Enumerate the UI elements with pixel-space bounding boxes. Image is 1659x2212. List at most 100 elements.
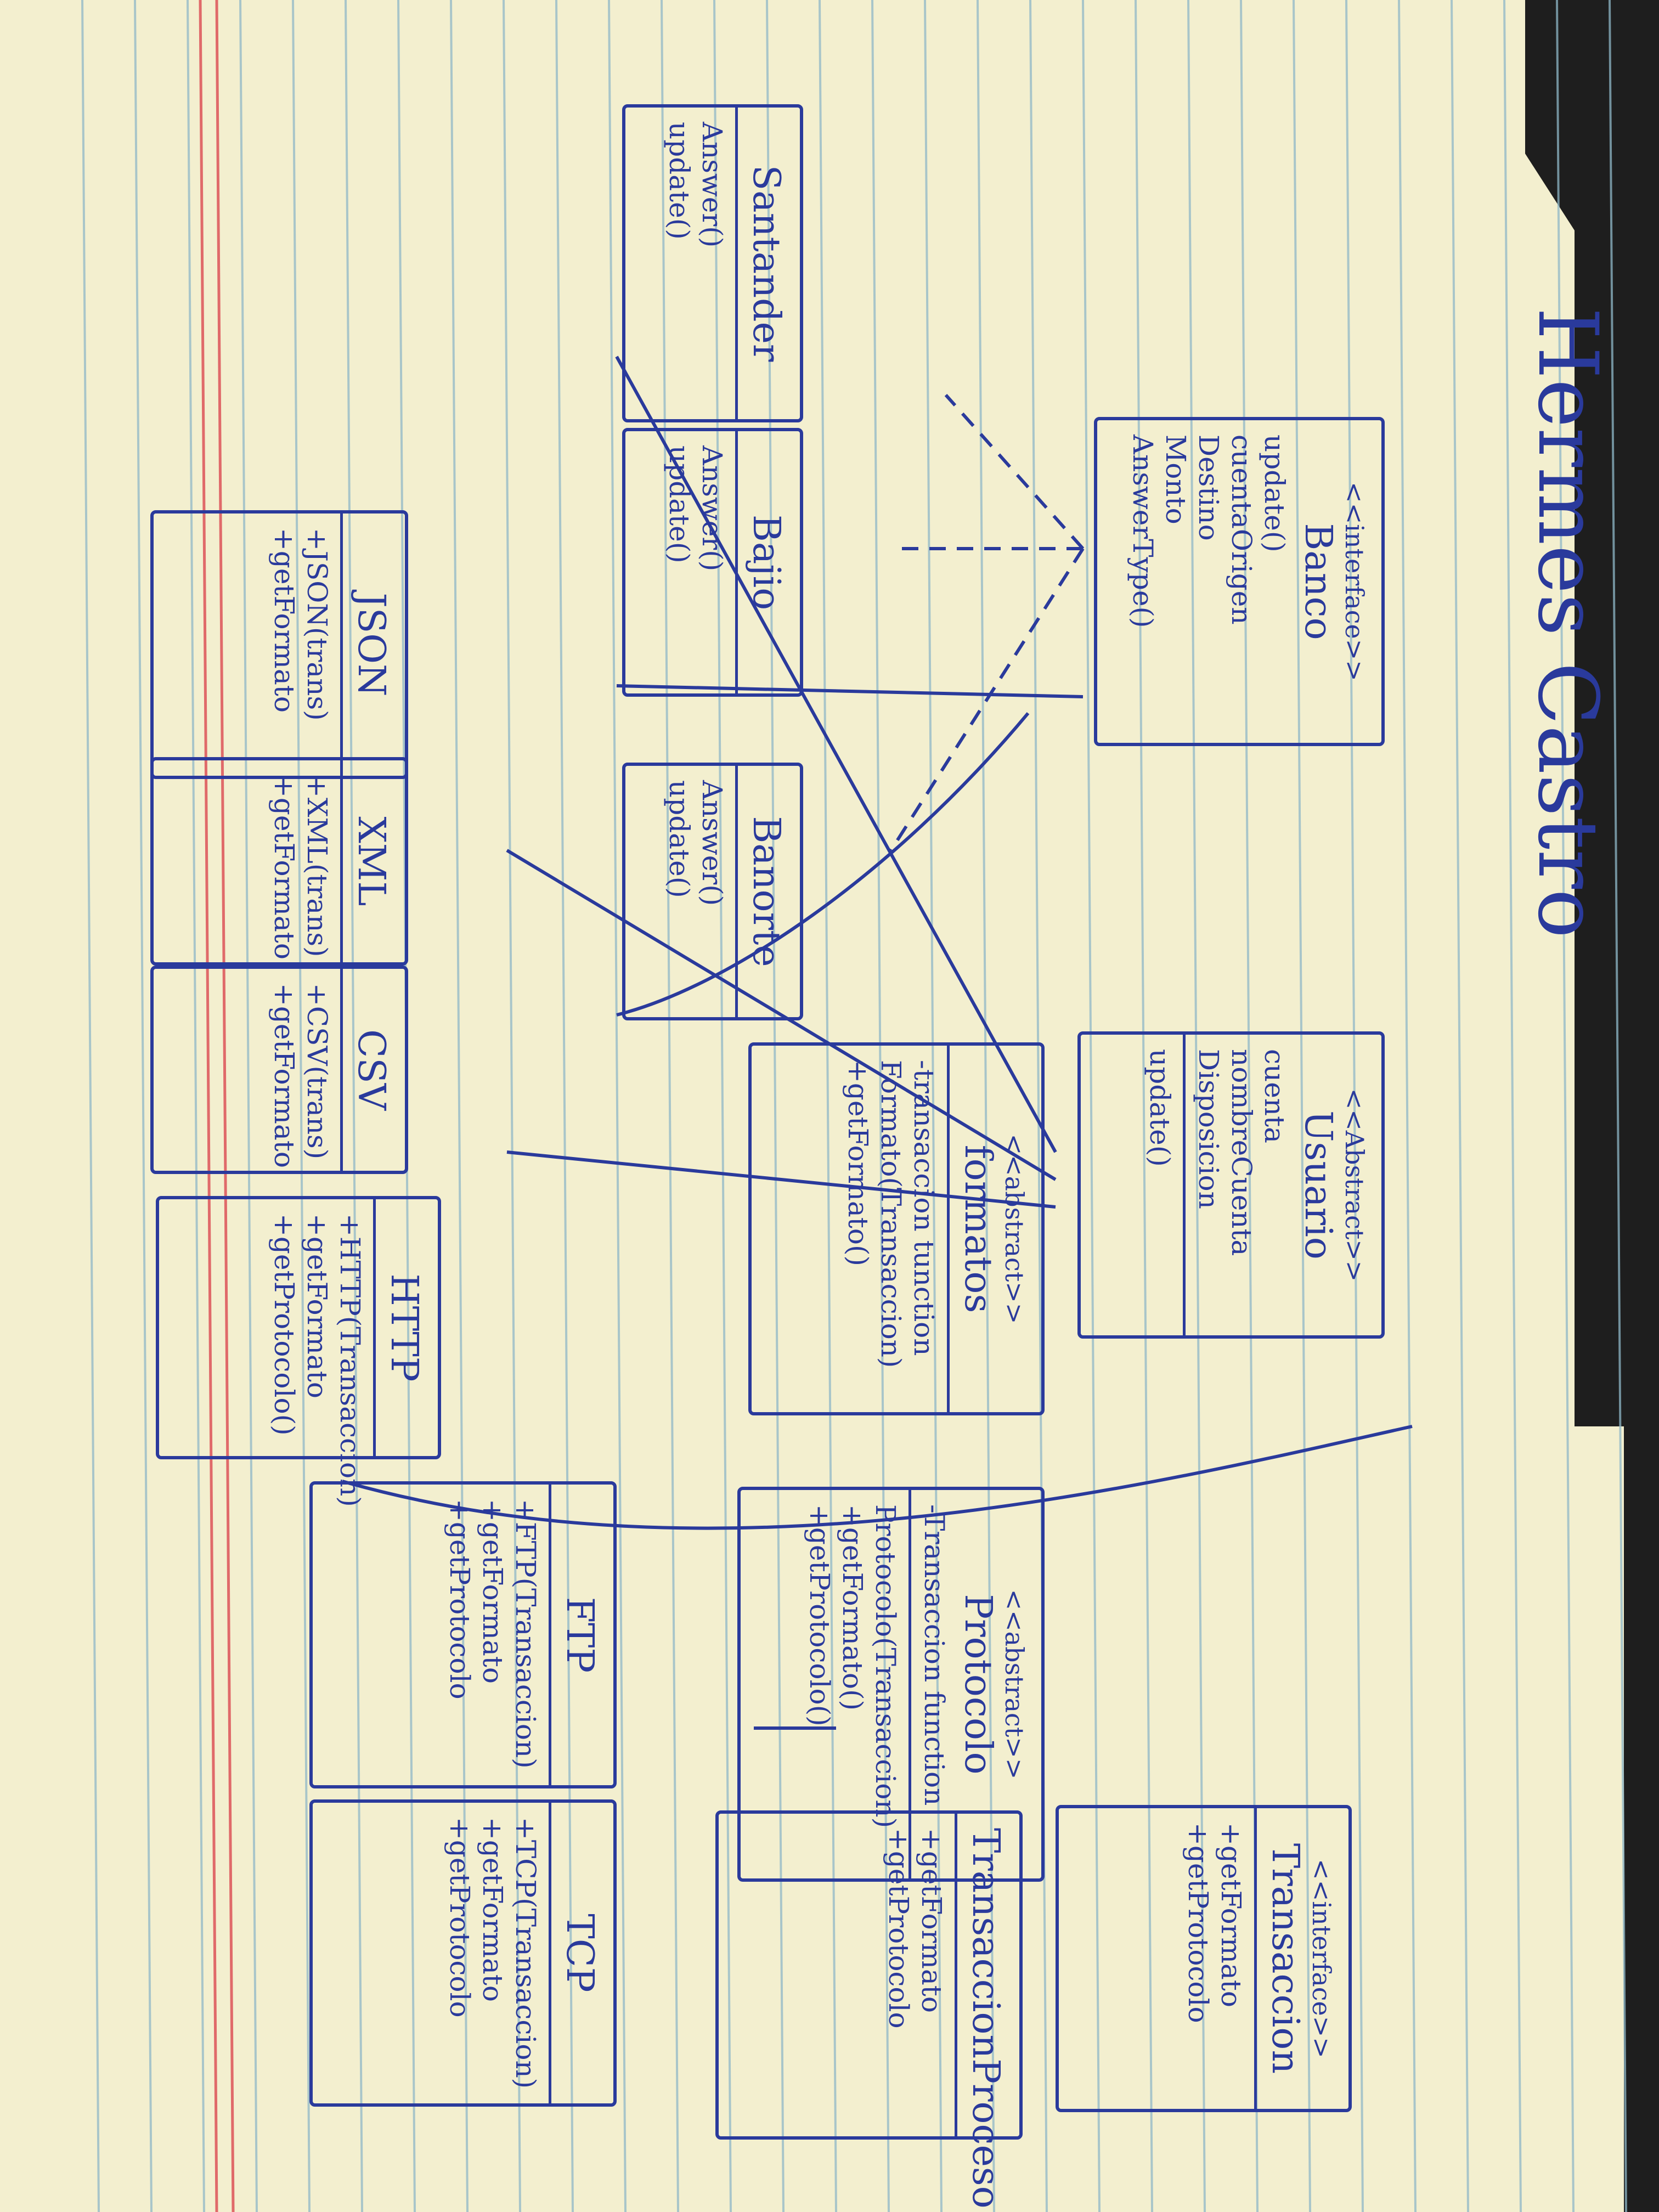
- class-santander: Santander Answer() update(): [622, 104, 803, 422]
- banco-usuario-link-2: [616, 712, 1030, 1017]
- class-formatos-stereotype: <<abstract>>: [1000, 1133, 1029, 1324]
- class-usuario-name: Usuario: [1296, 1110, 1340, 1260]
- rule-line: [1240, 0, 1259, 2212]
- banco-usuario-link: [616, 684, 1084, 698]
- diagram-stage: Hermes Castro <<interface>> Banco update…: [150, 104, 1615, 2209]
- rule-line: [134, 0, 153, 2212]
- class-transaccion-member: +getProtocolo: [1182, 1822, 1214, 2023]
- rule-line: [977, 0, 995, 2212]
- class-santander-member: Answer(): [696, 122, 728, 248]
- rule-line: [1451, 0, 1469, 2212]
- class-transaccion-stereotype: <<interface>>: [1307, 1859, 1336, 2058]
- rule-line: [450, 0, 469, 2212]
- class-csv-member: +CSV(trans): [301, 983, 333, 1160]
- class-ftp-member: +getFormato: [477, 1499, 509, 1684]
- rule-line: [187, 0, 205, 2212]
- class-csv-member: +getFormato: [268, 983, 300, 1168]
- class-tcp-name: TCP: [558, 1914, 601, 1993]
- class-usuario-member: cuenta: [1259, 1049, 1290, 1143]
- class-banco-member: cuentaOrigen: [1226, 435, 1257, 625]
- santander-banco-realization: [944, 394, 1085, 550]
- rule-line: [555, 0, 574, 2212]
- class-banco-member: Monto: [1160, 435, 1192, 524]
- class-formatos-member: Formato(Transaccion): [875, 1060, 907, 1368]
- class-bajio-member: Answer(): [696, 445, 728, 572]
- formatos-csv-link: [615, 356, 1057, 1153]
- rule-line: [1398, 0, 1417, 2212]
- rule-line: [871, 0, 890, 2212]
- class-formatos-member: +getFormato(): [842, 1060, 874, 1266]
- class-banco-member: AnswerType(): [1127, 435, 1159, 628]
- formatos-xml-link: [506, 849, 1057, 1181]
- class-transaccion: <<interface>> Transaccion +getFormato +g…: [1056, 1805, 1352, 2112]
- class-usuario-stereotype: <<Abstract>>: [1340, 1088, 1369, 1282]
- class-tcp: TCP +TCP(Transaccion) +getFormato +getPr…: [309, 1799, 617, 2107]
- rule-line: [503, 0, 521, 2212]
- class-transaccionproceso-name: TransaccionProceso: [964, 1828, 1007, 2209]
- class-transaccion-member: +getFormato: [1215, 1822, 1247, 2007]
- rule-line: [1135, 0, 1153, 2212]
- class-banorte-name: Banorte: [744, 816, 788, 967]
- class-santander-member: update(): [663, 122, 695, 240]
- rule-line: [397, 0, 416, 2212]
- rule-line: [1345, 0, 1364, 2212]
- class-json: JSON +JSON(trans) +getFormato: [150, 510, 408, 779]
- class-ftp-member: +getProtocolo: [444, 1499, 476, 1700]
- rule-line: [1556, 0, 1575, 2212]
- rule-line: [1082, 0, 1101, 2212]
- class-formatos-member: -transaccion tunction: [908, 1060, 940, 1356]
- class-banorte: Banorte Answer() update(): [622, 763, 803, 1020]
- class-xml-member: +getFormato: [268, 775, 300, 960]
- class-json-member: +JSON(trans): [301, 528, 333, 721]
- class-transaccionproceso-member: +getFormato: [916, 1828, 947, 2013]
- formatos-json-link: [506, 1150, 1056, 1209]
- class-ftp: FTP +FTP(Transaccion) +getFormato +getPr…: [309, 1481, 617, 1788]
- class-bajio-name: Bajio: [744, 514, 788, 611]
- class-http: HTTP +HTTP(Transaccion) +getFormato +get…: [156, 1196, 441, 1507]
- class-xml: XML +XML(trans) +getFormato: [150, 757, 408, 966]
- class-banco-member: Destino: [1193, 435, 1224, 541]
- class-xml-member: +XML(trans): [301, 775, 333, 957]
- rule-line: [1503, 0, 1522, 2212]
- class-banco: <<interface>> Banco update() cuentaOrige…: [1094, 417, 1385, 746]
- class-tcp-member: +TCP(Transaccion): [510, 1817, 541, 2089]
- class-xml-name: XML: [349, 816, 393, 906]
- class-santander-name: Santander: [744, 165, 788, 362]
- class-usuario-member: nombreCuenta: [1226, 1049, 1257, 1256]
- rule-line: [608, 0, 627, 2212]
- class-transaccion-name: Transaccion: [1263, 1843, 1307, 2074]
- class-http-member: +getProtocolo(): [268, 1214, 300, 1436]
- class-usuario: <<Abstract>> Usuario cuenta nombreCuenta…: [1077, 1031, 1385, 1339]
- class-bajio-member: update(): [663, 445, 695, 563]
- class-transaccionproceso: TransaccionProceso +getFormato +getProto…: [715, 1810, 1023, 2209]
- rule-line: [766, 0, 785, 2212]
- class-tcp-member: +getProtocolo: [444, 1817, 476, 2018]
- rule-line: [1609, 0, 1627, 2212]
- class-http-member: +HTTP(Transaccion): [334, 1214, 366, 1507]
- class-http-name: HTTP: [382, 1273, 426, 1382]
- class-ftp-name: FTP: [558, 1596, 601, 1673]
- rule-line: [713, 0, 732, 2212]
- class-http-member: +getFormato: [301, 1214, 333, 1398]
- class-banco-member: update(): [1259, 435, 1290, 552]
- rule-line: [345, 0, 363, 2212]
- rule-line: [1029, 0, 1048, 2212]
- rule-line: [819, 0, 837, 2212]
- class-formatos: <<abstract>> formatos -transaccion tunct…: [748, 1042, 1045, 1415]
- class-json-name: JSON: [349, 592, 393, 697]
- class-banorte-member: Answer(): [696, 780, 728, 906]
- class-tcp-member: +getFormato: [477, 1817, 509, 2002]
- class-banco-stereotype: <<interface>>: [1340, 482, 1369, 681]
- class-usuario-member: update(): [1144, 1049, 1176, 1167]
- rule-line: [81, 0, 100, 2212]
- rule-line: [1293, 0, 1311, 2212]
- class-transaccionproceso-member: +getProtocolo: [883, 1828, 915, 2029]
- class-usuario-member: Disposicion: [1193, 1049, 1224, 1209]
- class-banorte-member: update(): [663, 780, 695, 898]
- class-banco-name: Banco: [1296, 523, 1340, 640]
- transaccion-banco-link: [342, 1425, 1413, 1530]
- class-ftp-member: +FTP(Transaccion): [510, 1499, 541, 1769]
